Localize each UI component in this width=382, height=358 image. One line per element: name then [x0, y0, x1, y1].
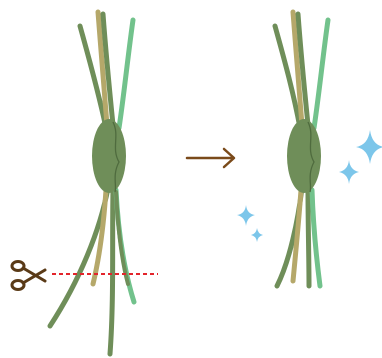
untrimmed-bundle	[50, 12, 134, 354]
trimmed-bundle	[275, 12, 328, 286]
right-arrow-icon	[187, 149, 234, 167]
stem-bundle	[92, 119, 126, 193]
stem-bundle	[287, 119, 321, 193]
scissors-icon	[12, 262, 45, 290]
